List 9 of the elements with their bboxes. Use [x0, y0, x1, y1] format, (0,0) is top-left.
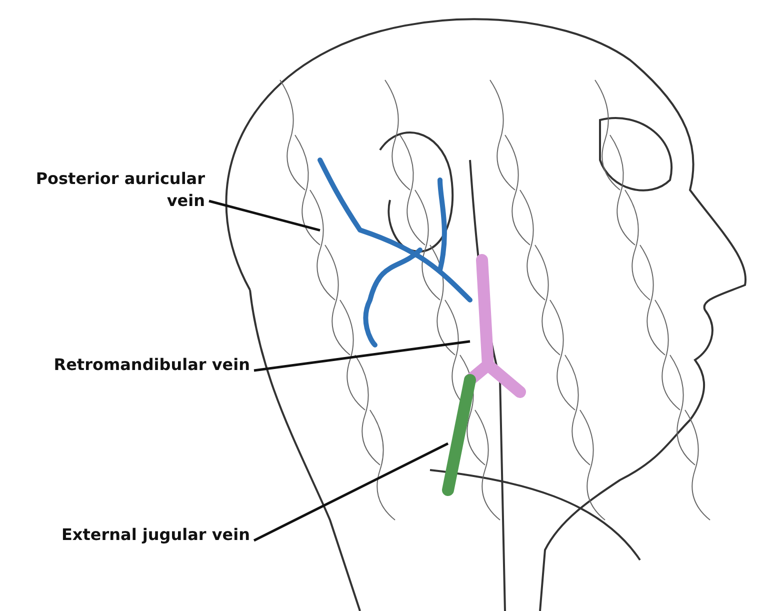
vein-label: Retromandibular vein — [50, 354, 250, 376]
leader-line — [208, 200, 320, 232]
leader-line — [254, 340, 470, 372]
posterior-auricular-vein — [318, 158, 472, 348]
retromandibular-vein — [464, 254, 526, 398]
vein-label: Posterior auricular vein — [5, 168, 205, 212]
vein-label: External jugular vein — [30, 524, 250, 546]
leader-line — [253, 442, 449, 542]
external-jugular-vein — [442, 374, 476, 496]
